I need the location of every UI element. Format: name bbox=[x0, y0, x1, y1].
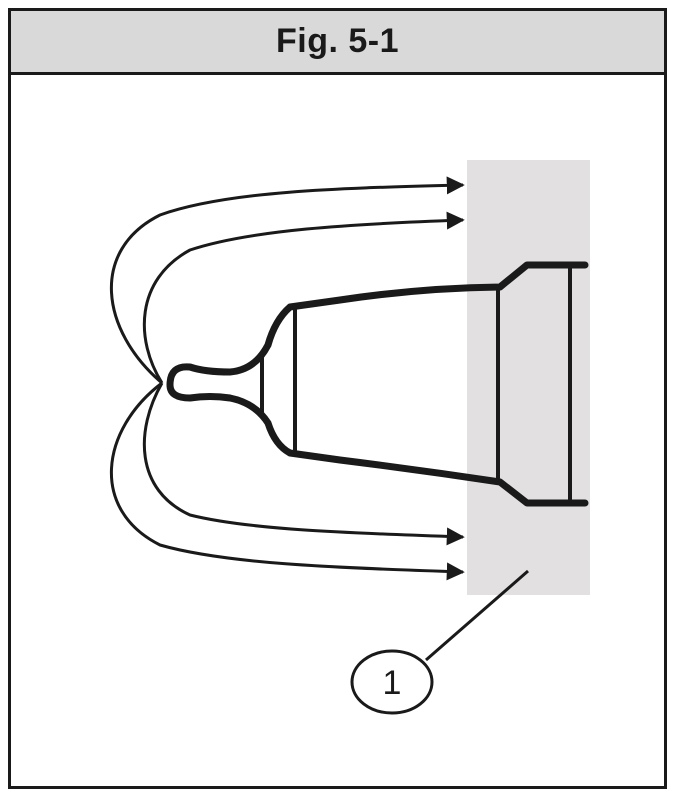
flow-arrow-top-outer bbox=[110, 176, 465, 385]
callout-circle bbox=[350, 649, 434, 715]
flow-arrow-bottom-inner bbox=[142, 382, 465, 546]
nozzle-outline bbox=[166, 261, 589, 507]
callout-leader bbox=[425, 569, 529, 662]
flow-arrow-top-inner bbox=[142, 211, 465, 384]
flow-arrow-bottom-outer bbox=[110, 381, 465, 581]
figure-title: Fig. 5-1 bbox=[275, 22, 400, 60]
callout-number: 1 bbox=[383, 664, 402, 702]
figure-header: Fig. 5-1 bbox=[11, 11, 664, 75]
